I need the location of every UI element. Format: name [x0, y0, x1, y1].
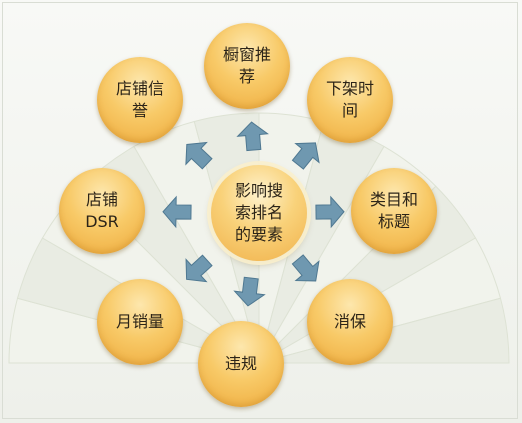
factor-node-window: 橱窗推 荐 [204, 23, 290, 109]
arrow-icon [162, 195, 192, 229]
factor-label: 月销量 [115, 312, 164, 331]
factor-node-store-reputation: 店铺信 誉 [97, 57, 183, 143]
arrow-icon [236, 121, 269, 152]
arrow-to-window [236, 121, 269, 152]
arrow-to-violation [233, 276, 266, 307]
factor-node-consumer-protection: 消保 [307, 279, 393, 365]
arrow-icon [185, 141, 213, 170]
factor-label: 下架时 间 [325, 79, 374, 120]
factor-label: 类目和 标题 [369, 190, 418, 231]
arrow-icon [315, 195, 345, 229]
center-label: 影响搜 索排名 的要素 [234, 181, 283, 244]
arrow-to-store-dsr [162, 195, 192, 229]
factor-label: 店铺 DSR [85, 190, 119, 231]
factor-label: 消保 [333, 312, 366, 331]
arrow-icon [291, 142, 320, 170]
factor-node-monthly-sales: 月销量 [97, 279, 183, 365]
factor-label: 橱窗推 荐 [222, 45, 271, 86]
arrow-layer [162, 121, 345, 307]
arrow-icon [185, 254, 213, 283]
arrow-to-category-title [315, 195, 345, 229]
factor-label: 店铺信 誉 [115, 79, 164, 120]
arrow-to-consumer-protection [291, 254, 320, 282]
center-node: 影响搜 索排名 的要素 [211, 165, 307, 261]
arrow-icon [291, 254, 320, 282]
factor-node-store-dsr: 店铺 DSR [59, 168, 145, 254]
arrow-to-store-reputation [185, 141, 213, 170]
arrow-icon [233, 276, 266, 307]
factor-node-violation: 违规 [198, 321, 284, 407]
factor-node-category-title: 类目和 标题 [351, 168, 437, 254]
arrow-to-listing-time [291, 142, 320, 170]
factor-label: 违规 [224, 354, 257, 373]
factor-node-listing-time: 下架时 间 [307, 57, 393, 143]
arrow-to-monthly-sales [185, 254, 213, 283]
